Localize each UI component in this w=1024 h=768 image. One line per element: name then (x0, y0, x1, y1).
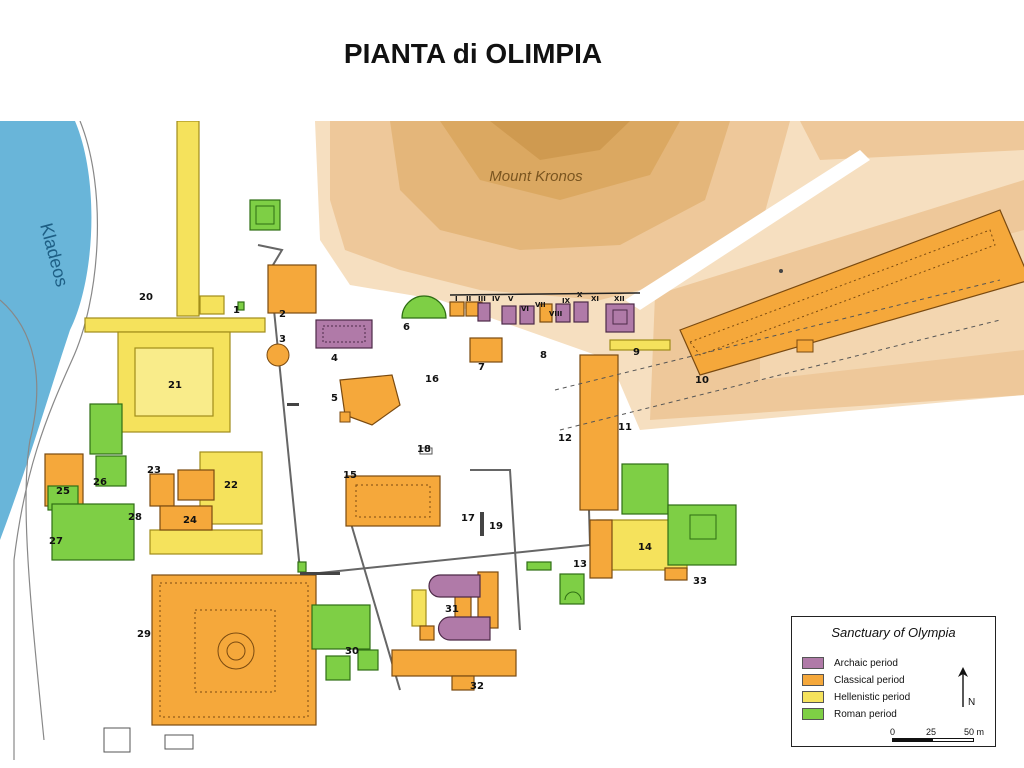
label-11: 11 (618, 422, 632, 433)
scale-label-50: 50 m (964, 727, 985, 737)
legend-swatch (802, 657, 824, 669)
treasury-XII: XII (614, 295, 625, 303)
label-22: 22 (224, 480, 238, 491)
north-label: N (968, 697, 976, 708)
label-15: 15 (343, 470, 357, 481)
label-16: 16 (425, 374, 439, 385)
label-17: 17 (461, 513, 475, 524)
legend-item-hellenistic: Hellenistic period (802, 691, 910, 703)
treasury-VII: VII (535, 301, 546, 309)
legend-swatch (802, 691, 824, 703)
label-21: 21 (168, 380, 182, 391)
scale-label-25: 25 (926, 727, 937, 737)
ruin-outlines (103, 279, 1001, 753)
label-18: 18 (417, 444, 431, 455)
north-arrow-icon (958, 667, 968, 707)
site-map: Mount Kronos Kladeos (0, 121, 1024, 760)
building-numbers: 1 2 3 4 5 6 7 8 9 10 11 12 13 14 15 16 1… (49, 292, 709, 692)
label-32: 32 (470, 681, 484, 692)
label-24: 24 (183, 515, 197, 526)
small-features (287, 269, 814, 575)
treasury-VIII: VIII (549, 310, 562, 318)
label-12: 12 (558, 433, 572, 444)
label-28: 28 (128, 512, 142, 523)
label-9: 9 (633, 347, 640, 358)
label-26: 26 (93, 477, 107, 488)
treasury-labels: I II III IV V VI VII VIII IX X XI XII (455, 291, 625, 318)
label-29: 29 (137, 629, 151, 640)
treasury-II: II (466, 295, 471, 303)
archaic-buildings (315, 301, 635, 641)
legend-item-roman: Roman period (802, 708, 897, 720)
legend-label: Classical period (834, 674, 905, 686)
treasury-X: X (577, 291, 583, 299)
treasury-VI: VI (521, 305, 529, 313)
treasury-IV: IV (492, 295, 501, 303)
label-25: 25 (56, 486, 70, 497)
label-5: 5 (331, 393, 338, 404)
legend-label: Archaic period (834, 657, 898, 669)
legend-label: Roman period (834, 708, 897, 720)
label-4: 4 (331, 353, 338, 364)
label-27: 27 (49, 536, 63, 547)
treasury-IX: IX (562, 297, 571, 305)
treasury-XI: XI (591, 295, 599, 303)
archaic-details (322, 309, 628, 343)
roman-details (255, 205, 717, 601)
legend-item-archaic: Archaic period (802, 657, 898, 669)
label-10: 10 (695, 375, 709, 386)
river-kladeos: Kladeos (0, 121, 99, 760)
label-19: 19 (489, 521, 503, 532)
label-30: 30 (345, 646, 359, 657)
classical-details (159, 229, 996, 718)
label-8: 8 (540, 350, 547, 361)
legend-title: Sanctuary of Olympia (831, 625, 956, 640)
legend-swatch (802, 674, 824, 686)
legend: Sanctuary of Olympia Archaic period Clas… (791, 616, 996, 747)
label-1: 1 (233, 305, 240, 316)
treasury-V: V (508, 295, 514, 303)
mount-kronos-label: Mount Kronos (489, 168, 583, 185)
label-31: 31 (445, 604, 459, 615)
hellenistic-buildings (84, 121, 688, 627)
label-14: 14 (638, 542, 652, 553)
label-20: 20 (139, 292, 153, 303)
legend-label: Hellenistic period (834, 691, 911, 703)
label-23: 23 (147, 465, 161, 476)
label-6: 6 (403, 322, 410, 333)
page-title: PIANTA di OLIMPIA (343, 38, 603, 69)
label-33: 33 (693, 576, 707, 587)
scale-bar (892, 738, 974, 742)
label-3: 3 (279, 334, 286, 345)
treasury-I: I (455, 295, 458, 303)
label-7: 7 (478, 362, 485, 373)
legend-item-classical: Classical period (802, 674, 905, 686)
classical-buildings (44, 209, 1024, 726)
label-13: 13 (573, 559, 587, 570)
scale-label-0: 0 (890, 727, 896, 737)
treasury-III: III (478, 295, 486, 303)
label-2: 2 (279, 309, 286, 320)
legend-swatch (802, 708, 824, 720)
